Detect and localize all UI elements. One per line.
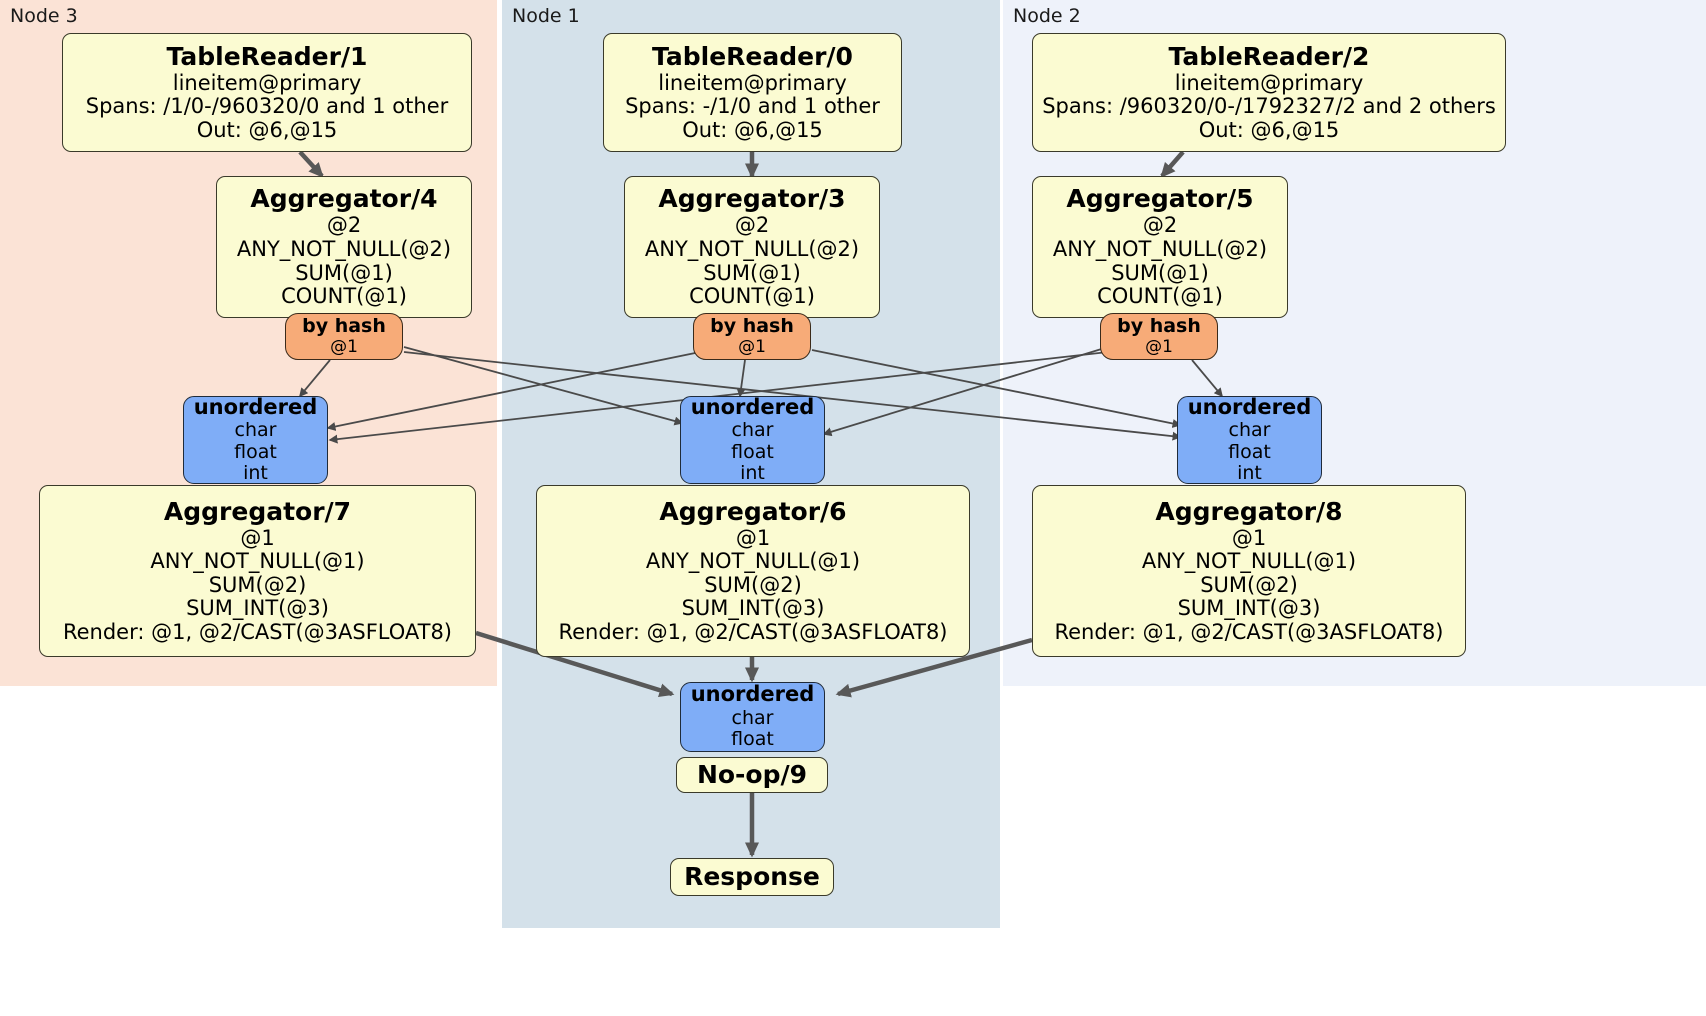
node-title: unordered	[193, 394, 318, 419]
node-detail-line: SUM(@1)	[703, 260, 801, 285]
node-title: TableReader/0	[652, 41, 853, 71]
router-by-hash-4[interactable]: by hash @1	[285, 313, 403, 360]
node-detail-line: SUM_INT(@3)	[1177, 596, 1321, 621]
node-detail-line: char	[234, 419, 277, 442]
node-title: unordered	[1187, 394, 1312, 419]
synchronizer-unordered-6[interactable]: unordered char float int	[680, 394, 825, 484]
node-detail-line: ANY_NOT_NULL(@1)	[1141, 549, 1357, 574]
node-title: Aggregator/3	[658, 184, 846, 214]
synchronizer-unordered-8[interactable]: unordered char float int	[1177, 394, 1322, 484]
node-detail-line: Out: @6,@15	[682, 117, 823, 142]
node-detail-line: Render: @1, @2/CAST(@3ASFLOAT8)	[558, 619, 948, 644]
node-detail-line: COUNT(@1)	[689, 284, 815, 309]
node-detail-line: @2	[326, 213, 362, 238]
region-label-node-1: Node 1	[512, 5, 580, 27]
node-title: unordered	[690, 394, 815, 419]
node-detail-line: ANY_NOT_NULL(@1)	[150, 549, 365, 574]
node-title: Aggregator/6	[659, 496, 847, 526]
node-detail-line: Spans: /960320/0-/1792327/2 and 2 others	[1042, 94, 1496, 119]
processor-table-reader-1[interactable]: TableReader/1 lineitem@primary Spans: /1…	[62, 33, 472, 152]
processor-aggregator-5[interactable]: Aggregator/5 @2 ANY_NOT_NULL(@2) SUM(@1)…	[1032, 176, 1288, 318]
processor-aggregator-7[interactable]: Aggregator/7 @1 ANY_NOT_NULL(@1) SUM(@2)…	[39, 485, 476, 657]
node-detail-line: char	[731, 419, 774, 442]
processor-aggregator-4[interactable]: Aggregator/4 @2 ANY_NOT_NULL(@2) SUM(@1)…	[216, 176, 472, 318]
node-detail-line: @1	[330, 336, 358, 357]
node-title: by hash	[710, 315, 794, 338]
node-title: No-op/9	[696, 759, 808, 789]
node-detail-line: lineitem@primary	[658, 70, 847, 95]
node-detail-line: @1	[1231, 525, 1267, 550]
processor-aggregator-8[interactable]: Aggregator/8 @1 ANY_NOT_NULL(@1) SUM(@2)…	[1032, 485, 1466, 657]
node-detail-line: SUM(@2)	[208, 572, 307, 597]
node-detail-line: char	[1228, 419, 1271, 442]
node-detail-line: @2	[734, 213, 770, 238]
node-title: unordered	[690, 682, 815, 707]
processor-table-reader-0[interactable]: TableReader/0 lineitem@primary Spans: -/…	[603, 33, 902, 152]
router-by-hash-5[interactable]: by hash @1	[1100, 313, 1218, 360]
node-title: Aggregator/7	[163, 496, 352, 526]
node-detail-line: @1	[240, 525, 275, 550]
node-detail-line: @1	[738, 336, 766, 357]
node-detail-line: ANY_NOT_NULL(@1)	[645, 549, 861, 574]
node-detail-line: float	[234, 440, 277, 463]
node-detail-line: @1	[1145, 336, 1173, 357]
node-detail-line: SUM_INT(@3)	[681, 596, 825, 621]
node-detail-line: Render: @1, @2/CAST(@3ASFLOAT8)	[62, 619, 453, 644]
node-title: by hash	[302, 315, 386, 338]
node-title: TableReader/1	[166, 41, 368, 71]
node-detail-line: int	[243, 461, 268, 484]
node-detail-line: lineitem@primary	[1174, 70, 1364, 95]
node-detail-line: float	[1228, 440, 1271, 463]
node-detail-line: SUM(@1)	[1111, 260, 1209, 285]
node-detail-line: ANY_NOT_NULL(@2)	[236, 236, 452, 261]
node-detail-line: Spans: -/1/0 and 1 other	[625, 94, 880, 119]
node-detail-line: @1	[735, 525, 771, 550]
node-detail-line: lineitem@primary	[172, 70, 362, 95]
router-by-hash-3[interactable]: by hash @1	[693, 313, 811, 360]
node-detail-line: COUNT(@1)	[1097, 284, 1223, 309]
processor-aggregator-3[interactable]: Aggregator/3 @2 ANY_NOT_NULL(@2) SUM(@1)…	[624, 176, 880, 318]
node-detail-line: Out: @6,@15	[1198, 117, 1340, 142]
processor-table-reader-2[interactable]: TableReader/2 lineitem@primary Spans: /9…	[1032, 33, 1506, 152]
node-title: Response	[684, 861, 820, 891]
node-detail-line: char	[731, 706, 774, 729]
node-title: Aggregator/4	[250, 184, 438, 214]
node-title: Aggregator/8	[1155, 496, 1343, 526]
node-detail-line: ANY_NOT_NULL(@2)	[1052, 236, 1268, 261]
node-detail-line: int	[740, 461, 765, 484]
node-title: TableReader/2	[1168, 41, 1370, 71]
synchronizer-unordered-7[interactable]: unordered char float int	[183, 394, 328, 484]
node-detail-line: float	[731, 440, 774, 463]
processor-noop-9[interactable]: No-op/9	[676, 757, 828, 793]
node-title: by hash	[1117, 315, 1201, 338]
synchronizer-unordered-final[interactable]: unordered char float	[680, 682, 825, 752]
node-detail-line: Out: @6,@15	[196, 117, 338, 142]
processor-aggregator-6[interactable]: Aggregator/6 @1 ANY_NOT_NULL(@1) SUM(@2)…	[536, 485, 970, 657]
node-detail-line: ANY_NOT_NULL(@2)	[644, 236, 860, 261]
node-detail-line: int	[1237, 461, 1262, 484]
processor-response[interactable]: Response	[670, 858, 834, 896]
node-detail-line: SUM(@1)	[295, 260, 393, 285]
region-label-node-3: Node 3	[10, 5, 78, 27]
node-detail-line: Spans: /1/0-/960320/0 and 1 other	[85, 94, 449, 119]
node-detail-line: COUNT(@1)	[281, 284, 407, 309]
node-detail-line: float	[731, 728, 774, 751]
node-title: Aggregator/5	[1066, 184, 1254, 214]
node-detail-line: SUM(@2)	[1200, 572, 1298, 597]
node-detail-line: SUM(@2)	[704, 572, 802, 597]
node-detail-line: SUM_INT(@3)	[186, 596, 329, 621]
region-label-node-2: Node 2	[1013, 5, 1081, 27]
node-detail-line: @2	[1142, 213, 1178, 238]
node-detail-line: Render: @1, @2/CAST(@3ASFLOAT8)	[1054, 619, 1444, 644]
